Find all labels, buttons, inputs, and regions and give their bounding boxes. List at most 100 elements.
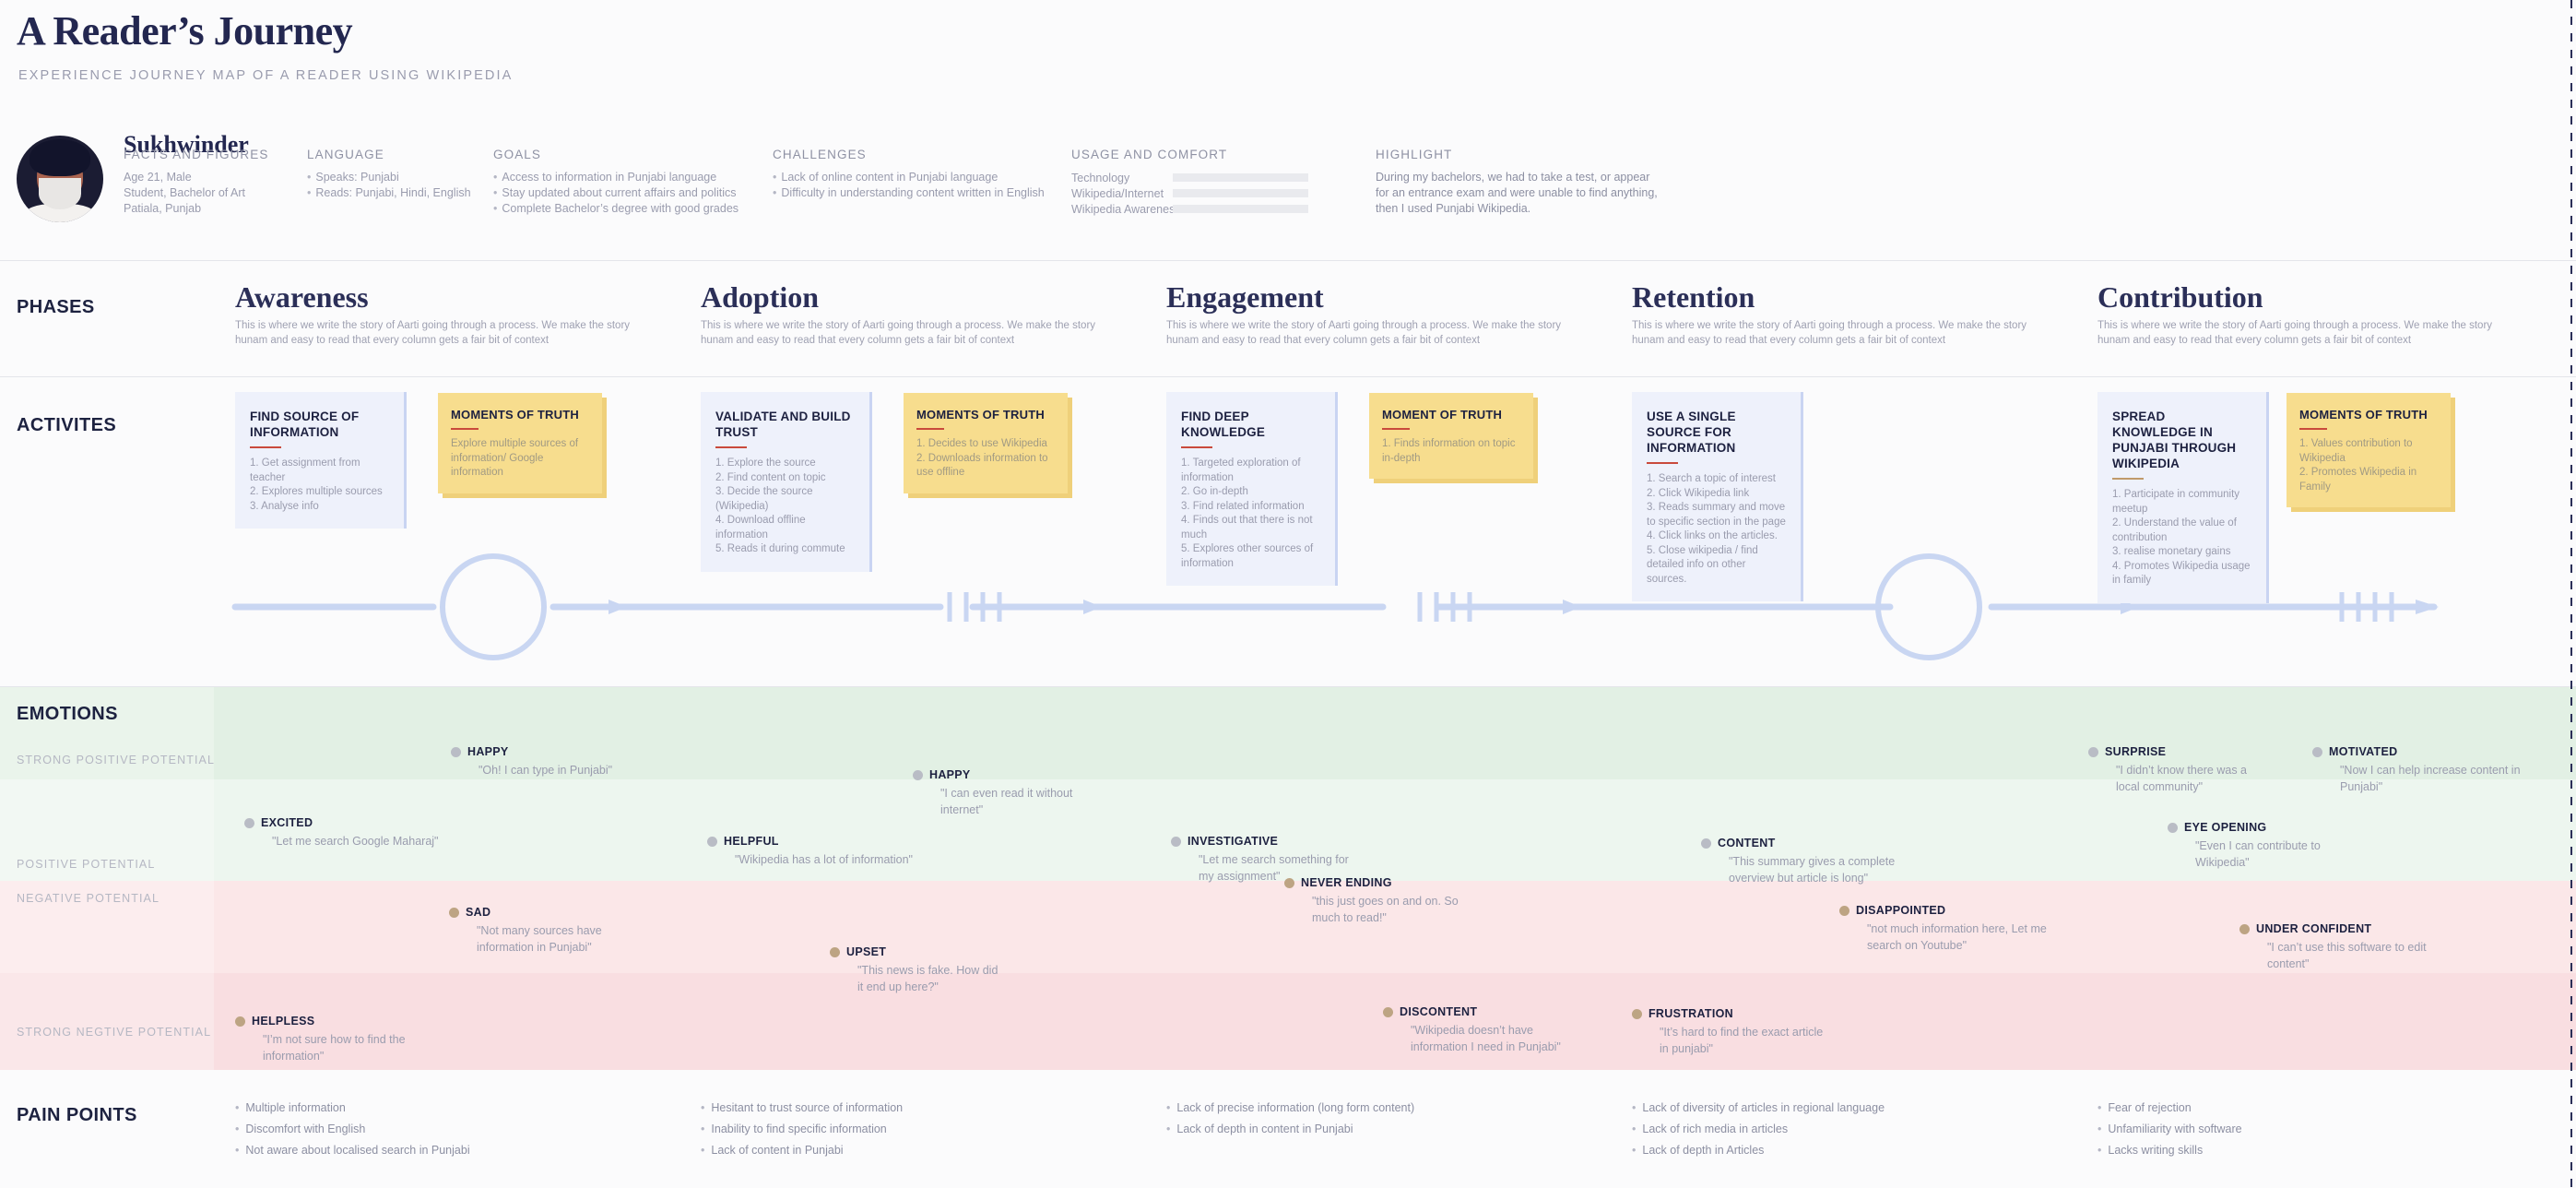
usage-bar-track (1173, 173, 1308, 182)
emotion-dot-icon (913, 770, 923, 780)
activity-steps: 1. Search a topic of interest 2. Click W… (1647, 473, 1786, 585)
phase-description: This is where we write the story of Aart… (1166, 320, 1562, 346)
highlight-line: then I used Punjabi Wikipedia. (1376, 202, 1531, 215)
challenges-heading: CHALLENGES (773, 148, 867, 161)
emotion-quote: "Now I can help increase content in Punj… (2340, 764, 2521, 793)
title-rule (1181, 446, 1212, 448)
phase-description: This is where we write the story of Aart… (235, 320, 631, 346)
moment-of-truth-card[interactable]: MOMENTS OF TRUTH 1. Decides to use Wikipe… (904, 393, 1068, 493)
facts-line: Student, Bachelor of Art (124, 186, 246, 199)
persona-name: Sukhwinder (124, 131, 249, 158)
emotion-tag: DISAPPOINTED"not much information here, … (1839, 904, 2056, 954)
usage-bar-row: Wikipedia/Internet (1071, 185, 1308, 201)
emotion-dot-icon (244, 818, 254, 828)
emotion-name: EXCITED (261, 816, 313, 829)
persona-section: Sukhwinder (0, 111, 2576, 249)
emotion-name: SURPRISE (2105, 745, 2167, 758)
activity-steps: 1. Explore the source 2. Find content on… (715, 457, 845, 554)
persona-goals: GOALS Access to information in Punjabi l… (493, 148, 739, 217)
title-rule (451, 428, 479, 430)
phase-title: Awareness (235, 280, 369, 314)
emotion-name: INVESTIGATIVE (1188, 835, 1279, 848)
persona-highlight: HIGHLIGHT During my bachelors, we had to… (1376, 148, 1658, 217)
page-subtitle: EXPERIENCE JOURNEY MAP OF A READER USING… (18, 68, 514, 83)
emotion-tag: DISCONTENT"Wikipedia doesn’t have inform… (1383, 1005, 1581, 1055)
phases-row-label: PHASES (17, 297, 95, 317)
list-item: Not aware about localised search in Punj… (235, 1140, 668, 1161)
persona-language: LANGUAGE Speaks: Punjabi Reads: Punjabi,… (307, 148, 471, 201)
activity-card[interactable]: SPREAD KNOWLEDGE IN PUNJABI THROUGH WIKI… (2097, 392, 2269, 603)
emotion-name: HELPFUL (724, 835, 779, 848)
phase-title: Retention (1632, 280, 1755, 314)
facts-heading: FACTS AND FIGURES (124, 148, 269, 161)
list-item: Difficulty in understanding content writ… (773, 185, 1044, 201)
list-item: Discomfort with English (235, 1119, 668, 1140)
activity-card[interactable]: VALIDATE AND BUILD TRUST 1. Explore the s… (701, 392, 872, 572)
highlight-line: During my bachelors, we had to take a te… (1376, 171, 1650, 184)
usage-heading: USAGE AND COMFORT (1071, 148, 1228, 161)
painpoint-column: Multiple informationDiscomfort with Engl… (235, 1098, 668, 1161)
emotion-name: NEVER ENDING (1301, 876, 1392, 889)
emotion-dot-icon (1284, 878, 1294, 888)
emotion-tag: INVESTIGATIVE "Let me search something fo… (1171, 835, 1365, 885)
emotion-dot-icon (2088, 747, 2098, 757)
activity-steps: 1. Participate in community meetup 2. Un… (2112, 489, 2251, 586)
right-edge-dashes (2570, 0, 2572, 1188)
list-item: Access to information in Punjabi languag… (493, 170, 739, 185)
moment-body: Explore multiple sources of information/… (451, 438, 579, 478)
emotion-name: DISAPPOINTED (1856, 904, 1946, 917)
emotion-quote: "It’s hard to find the exact article in … (1660, 1026, 1824, 1055)
divider (0, 686, 2576, 687)
moment-body: 1. Decides to use Wikipedia 2. Downloads… (916, 438, 1048, 478)
moment-title: MOMENTS OF TRUTH (2299, 408, 2428, 422)
list-item: Lack of rich media in articles (1632, 1119, 2065, 1140)
activities-section: ACTIVITES (0, 378, 2576, 687)
emotion-tag: SAD"Not many sources have information in… (449, 906, 633, 956)
list-item: Reads: Punjabi, Hindi, English (307, 185, 470, 201)
emotion-quote: "I’m not sure how to find the informatio… (263, 1033, 406, 1063)
emotion-quote: "Let me search Google Maharaj" (272, 835, 439, 848)
highlight-heading: HIGHLIGHT (1376, 148, 1453, 161)
persona-challenges: CHALLENGES Lack of online content in Pun… (773, 148, 1045, 201)
facts-line: Age 21, Male (124, 171, 192, 184)
emotion-dot-icon (1839, 906, 1849, 916)
list-item: Stay updated about current affairs and p… (493, 185, 739, 201)
emotion-name: FRUSTRATION (1648, 1007, 1733, 1020)
band-label: NEGATIVE POTENTIAL (17, 892, 160, 905)
goals-heading: GOALS (493, 148, 542, 161)
activity-title: VALIDATE AND BUILD TRUST (715, 410, 851, 439)
emotion-quote: "Oh! I can type in Punjabi" (479, 764, 613, 777)
list-item: Lack of depth in content in Punjabi (1166, 1119, 1600, 1140)
title-rule (715, 446, 747, 448)
emotion-quote: "I can even read it without internet" (940, 787, 1073, 816)
band-label: STRONG POSITIVE POTENTIAL (17, 754, 216, 766)
emotion-quote: "Let me search something for my assignme… (1199, 853, 1349, 883)
activities-row-label: ACTIVITES (17, 415, 117, 435)
emotion-name: EYE OPENING (2184, 821, 2267, 834)
usage-bar-label: Wikipedia/Internet (1071, 186, 1164, 200)
phase-title: Contribution (2097, 280, 2263, 314)
left-fade-overlay (0, 687, 214, 1070)
emotion-dot-icon (1383, 1007, 1393, 1017)
emotion-tag: MOTIVATED"Now I can help increase conten… (2312, 745, 2529, 795)
emotion-dot-icon (451, 747, 461, 757)
band-label: POSITIVE POTENTIAL (17, 858, 156, 871)
usage-bar-row: Wikipedia Awareness (1071, 201, 1308, 217)
painpoints-section: PAIN POINTS Multiple informationDiscomfo… (0, 1070, 2576, 1188)
highlight-line: for an entrance exam and were unable to … (1376, 186, 1658, 199)
list-item: Hesitant to trust source of information (701, 1098, 1134, 1119)
moment-title: MOMENTS OF TRUTH (916, 408, 1045, 422)
emotion-quote: "this just goes on and on. So much to re… (1312, 895, 1459, 924)
emotion-name: DISCONTENT (1400, 1005, 1478, 1018)
emotion-quote: "This news is fake. How did it end up he… (857, 964, 998, 993)
emotion-name: UNDER CONFIDENT (2256, 922, 2372, 935)
